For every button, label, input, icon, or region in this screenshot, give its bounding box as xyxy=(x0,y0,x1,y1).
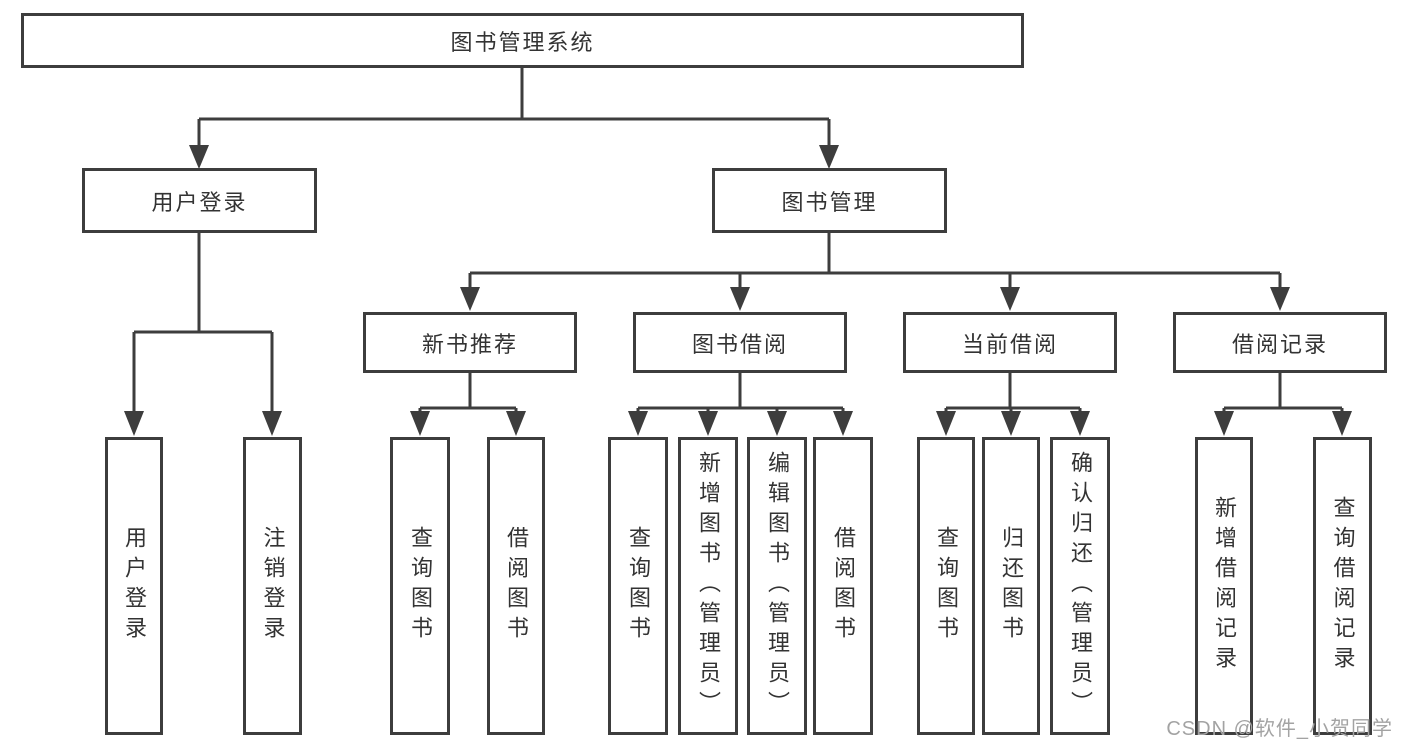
connector-new-book-recommend-to-children xyxy=(410,373,526,436)
connector-root-to-level2 xyxy=(189,68,839,169)
leaf-query-book-recommend: 查询图书 xyxy=(390,437,450,735)
leaf-add-borrow-record: 新增借阅记录 xyxy=(1195,437,1253,735)
node-borrow-records: 借阅记录 xyxy=(1173,312,1387,373)
connector-current-borrow-to-children xyxy=(936,373,1090,436)
leaf-add-book-admin: 新增图书（管理员） xyxy=(678,437,738,735)
leaf-user-login: 用户登录 xyxy=(105,437,163,735)
leaf-logout-login: 注销登录 xyxy=(243,437,302,735)
node-book-management: 图书管理 xyxy=(712,168,947,233)
leaf-borrow-book-recommend: 借阅图书 xyxy=(487,437,545,735)
leaf-borrow-book: 借阅图书 xyxy=(813,437,873,735)
leaf-query-book-current: 查询图书 xyxy=(917,437,975,735)
leaf-edit-book-admin: 编辑图书（管理员） xyxy=(747,437,807,735)
leaf-query-borrow-record: 查询借阅记录 xyxy=(1313,437,1372,735)
connector-borrow-records-to-children xyxy=(1214,373,1352,436)
node-book-borrow: 图书借阅 xyxy=(633,312,847,373)
leaf-confirm-return-admin: 确认归还（管理员） xyxy=(1050,437,1110,735)
leaf-return-book: 归还图书 xyxy=(982,437,1040,735)
node-user-login: 用户登录 xyxy=(82,168,317,233)
connector-user-login-to-children xyxy=(124,233,282,436)
node-library-system: 图书管理系统 xyxy=(21,13,1024,68)
connector-book-management-to-level3 xyxy=(460,233,1290,311)
connector-book-borrow-to-children xyxy=(628,373,853,436)
node-new-book-recommend: 新书推荐 xyxy=(363,312,577,373)
node-current-borrow: 当前借阅 xyxy=(903,312,1117,373)
csdn-watermark: CSDN @软件_小贺同学 xyxy=(1166,718,1393,740)
leaf-query-book-borrow: 查询图书 xyxy=(608,437,668,735)
